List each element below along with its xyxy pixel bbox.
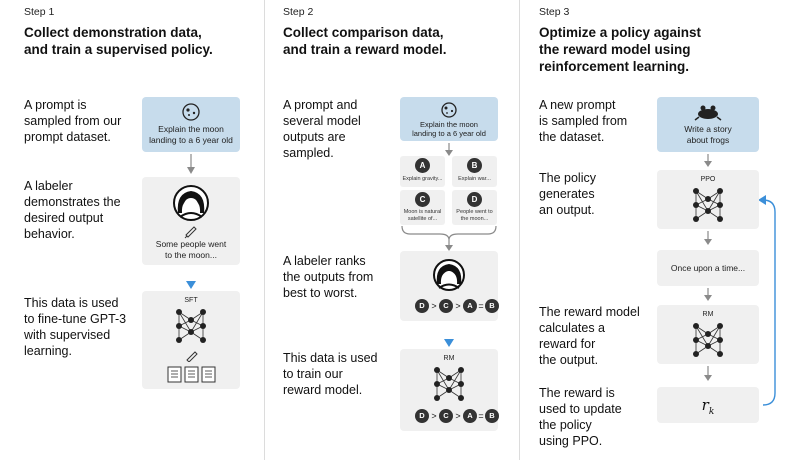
prompt-box: Explain the moon landing to a 6 year old: [142, 97, 240, 152]
prompt-box: Write a story about frogs: [657, 97, 759, 152]
model-output-card: A Explain gravity...: [400, 156, 445, 187]
step-description: This data is used to train our reward mo…: [283, 351, 378, 397]
rank-operator: =: [478, 411, 484, 421]
output-text: Explain gravity...: [402, 176, 443, 182]
column-divider: [264, 0, 265, 460]
output-letter-chip: D: [467, 192, 482, 207]
moon-icon: [441, 102, 457, 118]
step-title: Collect comparison data, and train a rew…: [283, 25, 447, 57]
prompt-box: Explain the moon landing to a 6 year old: [400, 97, 498, 141]
reward-value: rk: [657, 396, 759, 417]
rank-operator: >: [431, 411, 437, 421]
output-text: People went to the moon...: [456, 209, 493, 222]
gray-arrow: [704, 154, 712, 167]
model-label: SFT: [184, 297, 198, 304]
prompt-text: Explain the moon landing to a 6 year old: [412, 120, 486, 138]
neural-network-icon: [693, 323, 723, 357]
blue-arrow-down: [186, 281, 196, 289]
frog-icon: [694, 105, 722, 121]
neural-network-icon: [434, 367, 464, 401]
moon-icon: [182, 103, 200, 121]
gray-arrow: [704, 288, 712, 301]
prompt-text: Write a story about frogs: [684, 124, 732, 145]
step-label: Step 2: [283, 6, 314, 18]
policy-output-card: Once upon a time...: [657, 250, 759, 286]
output-text: Explain war...: [458, 176, 491, 182]
rank-operator: >: [455, 301, 461, 311]
output-letter-chip: B: [467, 158, 482, 173]
rank-chip: A: [463, 409, 477, 423]
step-label: Step 1: [24, 6, 55, 18]
rank-chip: B: [485, 409, 499, 423]
rank-chip: D: [415, 409, 429, 423]
rank-operator: >: [455, 411, 461, 421]
output-text: Moon is natural satellite of...: [403, 209, 442, 222]
step-label: Step 3: [539, 6, 570, 18]
blue-arrow-down: [444, 339, 454, 347]
model-output-card: D People went to the moon...: [452, 190, 497, 225]
step-title: Optimize a policy against the reward mod…: [539, 25, 702, 74]
step-title: Collect demonstration data, and train a …: [24, 25, 213, 57]
model-output-card: C Moon is natural satellite of...: [400, 190, 445, 225]
rank-chip: B: [485, 299, 499, 313]
labeler-card: Some people went to the moon...: [142, 177, 240, 265]
rank-operator: >: [431, 301, 437, 311]
rank-chip: C: [439, 409, 453, 423]
labeler-avatar-icon: [173, 185, 209, 239]
neural-network-icon: [693, 188, 723, 222]
ranking-row: D > C > A = B: [400, 409, 499, 423]
model-label: RM: [702, 311, 714, 318]
rank-operator: =: [478, 301, 484, 311]
reward-model-card: RM: [657, 305, 759, 364]
policy-label: PPO: [700, 176, 716, 183]
labeler-output-text: Some people went to the moon...: [155, 239, 227, 260]
rank-chip: C: [439, 299, 453, 313]
column-divider: [519, 0, 520, 460]
policy-card: PPO: [657, 170, 759, 229]
reward-symbol: r: [701, 396, 709, 414]
step-description: A new prompt is sampled from the dataset…: [539, 98, 628, 144]
gray-arrow: [187, 154, 195, 174]
gray-arrow: [445, 143, 453, 156]
neural-network-icon: [176, 309, 206, 343]
labeler-avatar-icon: [433, 259, 465, 291]
sft-model-card: SFT: [142, 291, 240, 389]
policy-output-text: Once upon a time...: [670, 263, 746, 273]
step-description: The reward is used to update the policy …: [539, 386, 622, 448]
reward-card: rk: [657, 387, 759, 423]
bracket-icon: [401, 225, 497, 251]
model-output-card: B Explain war...: [452, 156, 497, 187]
gray-arrow: [704, 231, 712, 245]
reward-subscript: k: [708, 407, 715, 417]
step-description: The policy generates an output.: [539, 171, 596, 217]
step-description: A labeler ranks the outputs from best to…: [283, 254, 374, 300]
step-description: A prompt and several model outputs are s…: [283, 98, 361, 160]
ranking-row: D > C > A = B: [400, 299, 499, 313]
rank-chip: A: [463, 299, 477, 313]
documents-icon: [167, 366, 216, 383]
model-label: RM: [443, 355, 455, 362]
ranking-card: D > C > A = B: [400, 251, 499, 321]
step-description: A labeler demonstrates the desired outpu…: [24, 179, 121, 241]
output-letter-chip: A: [415, 158, 430, 173]
prompt-text: Explain the moon landing to a 6 year old: [149, 124, 233, 145]
step-description: The reward model calculates a reward for…: [539, 305, 640, 367]
reward-model-card: RM D > C > A = B: [400, 349, 499, 431]
step-description: This data is used to fine-tune GPT-3 wit…: [24, 296, 127, 358]
output-letter-chip: C: [415, 192, 430, 207]
rank-chip: D: [415, 299, 429, 313]
feedback-arrow: [758, 195, 776, 406]
pencil-icon: [186, 351, 198, 362]
gray-arrow: [704, 366, 712, 381]
step-description: A prompt is sampled from our prompt data…: [24, 98, 122, 144]
